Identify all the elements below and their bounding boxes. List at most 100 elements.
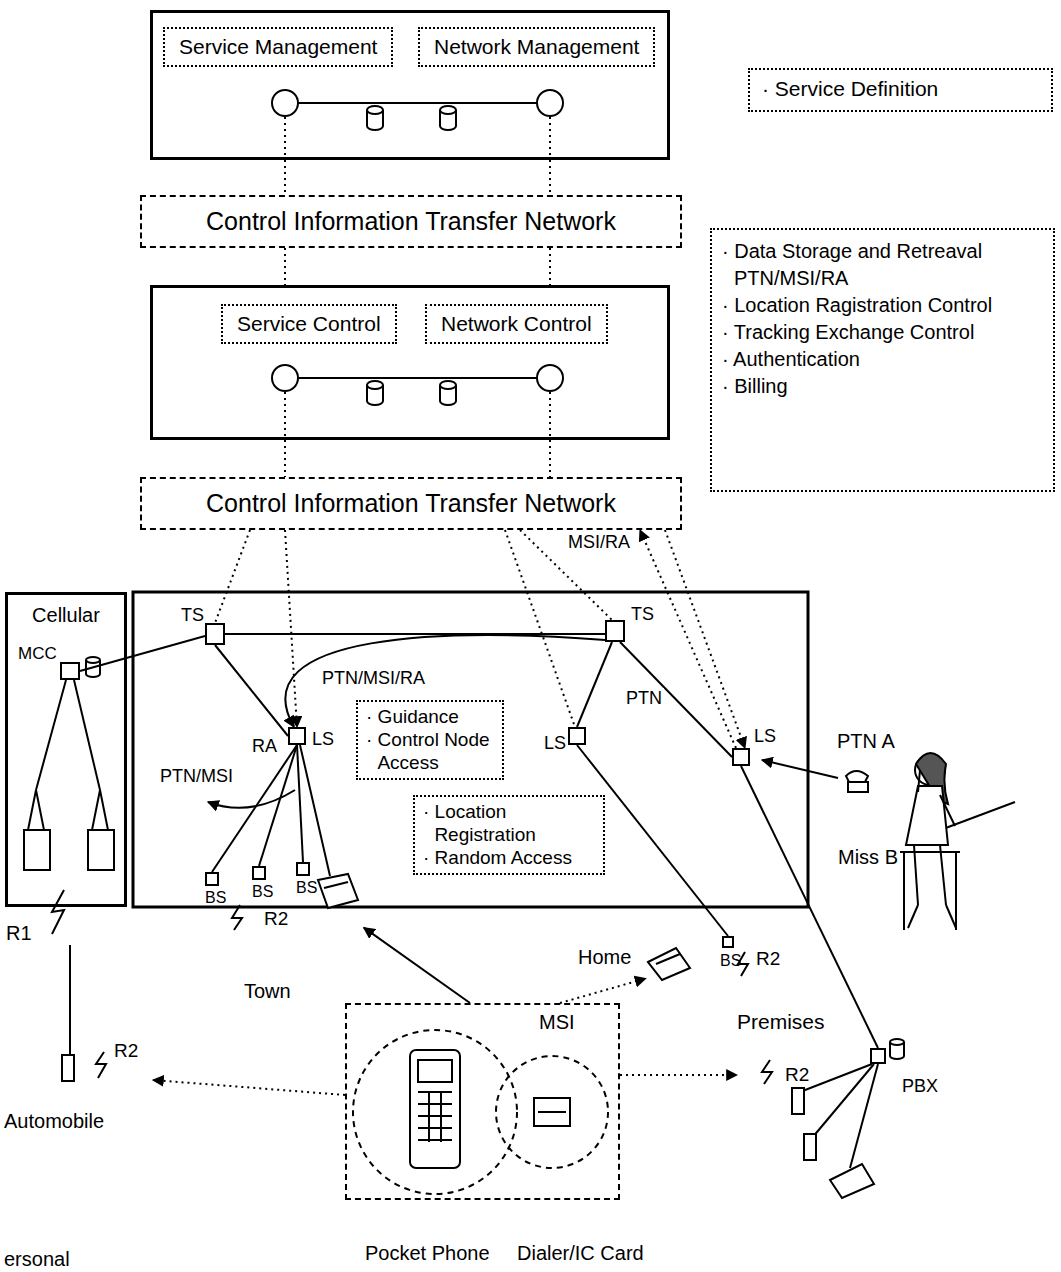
radio-zone-shape [173,823,419,936]
connector [284,160,286,195]
node-text: BS [720,952,741,970]
connector [741,766,878,1048]
edge-label: PTN/MSI/RA [320,668,427,689]
connector [549,440,551,477]
cellular-equipment [74,680,100,790]
connector [577,745,728,936]
home-equipment [656,954,680,964]
caller-figure [906,786,948,845]
automobile: R2Automobile [8,1040,153,1106]
node-text: Home [578,946,631,969]
connector [577,642,612,727]
base-station: BS [205,872,219,886]
control-node-symbols [440,381,456,389]
cellular-equipment [88,830,114,870]
node-text: · Location Ragistration Control [722,292,1043,319]
control-node-symbols [440,106,456,114]
home-equipment [648,948,748,980]
connector [215,645,288,736]
node-text: · Data Storage and Retreaval PTN/MSI/RA [722,238,1043,292]
control-node-symbols [272,90,298,116]
free-label: RA [250,736,279,757]
base-station: BS [722,936,734,948]
pbx-node: PBX [870,1048,886,1064]
switch-node: TS [205,623,225,645]
switch-node: LS [732,748,750,766]
home-equipment [648,948,690,980]
node-text: PBX [902,1076,938,1097]
control-node-symbols [285,377,550,379]
premises-equipment [804,1134,816,1160]
premises-area-shape [738,1041,964,1219]
cellular-equipment [28,790,44,830]
switch-node: LS [288,727,306,745]
control-node-symbols [537,90,563,116]
free-label: PTN A [835,730,897,753]
cellular-equipment [62,1055,74,1081]
dotted-stub [549,392,551,438]
cellular-equipment [24,657,114,1081]
radio-zone: HomeR2BS [628,930,793,990]
caller-figure [846,771,868,782]
control-node-symbols [285,102,550,104]
node-text: TS [181,605,204,626]
node-text: Service Management [163,27,393,67]
node-text: R2 [756,948,780,970]
network-frame [133,592,808,907]
connector [549,160,551,195]
free-label: Miss B [836,846,900,869]
node-text: TS [631,604,654,625]
cellular-equipment [69,945,71,1058]
node-text: Pocket Phone [365,1242,490,1265]
caller-figure [940,845,946,905]
node-text: Town [244,980,291,1003]
control-node-symbols [367,381,383,389]
msi-items [353,1030,608,1194]
town-equipment [300,745,330,876]
connector [284,440,286,477]
cellular-equipment [36,680,66,790]
node-text: Automobile [4,1110,104,1133]
node-text: Network Management [418,27,655,67]
base-station: BS [296,862,310,876]
node-text: · Billing [722,373,1043,400]
connector [225,633,605,635]
dotted-stub [549,117,551,158]
control-node-symbols [367,106,383,114]
node-text: · Tracking Exchange Control [722,319,1043,346]
switch-node: TS [605,620,625,642]
connector [153,1080,345,1095]
node-text: BS [205,889,226,907]
control-node-symbols [272,365,298,391]
connector [549,248,551,285]
cellular-equipment [92,790,108,830]
connector [505,530,575,727]
town-equipment [232,905,242,930]
node-text: MCC [18,644,57,664]
cellular-equipment [96,1052,106,1078]
radio-zone-shape [629,931,792,989]
connector [665,530,745,748]
caller-figure [900,851,960,853]
node-text: · Control Node Access [366,729,494,775]
msi-box: MSIPocket PhoneDialer/IC Card [345,1003,620,1200]
radio-zone: R2TownBSBSBS [172,822,420,937]
msi-items [353,1030,517,1194]
cellular-equipment [24,830,50,870]
town-equipment [232,745,358,930]
premises-equipment [812,1064,874,1138]
node-text: R2 [114,1040,138,1062]
premises-equipment [762,1060,772,1084]
node-text: LS [312,729,334,750]
caller-figure [908,905,918,928]
cellular-equipment [86,657,100,663]
msi-items [534,1098,570,1126]
caller-figure [918,770,920,792]
control-node-symbols [537,365,563,391]
dotted-stub [285,117,550,438]
connector [215,530,250,623]
edge-label: MSI/RA [566,532,632,553]
cellular-equipment [52,890,64,934]
management-box: Service Management Network Management [150,10,670,160]
